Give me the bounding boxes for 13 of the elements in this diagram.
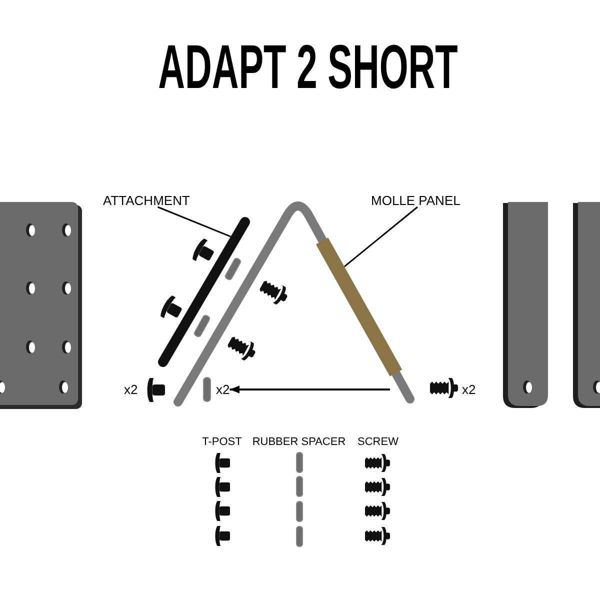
part-name-label: T-POST [202, 437, 242, 448]
quantity-label: x2 [462, 383, 476, 396]
attachment-bar [156, 215, 252, 369]
arrow [230, 386, 390, 394]
part-name-label: RUBBER SPACER [252, 437, 346, 448]
leader-line [157, 206, 231, 238]
quantity-label: x2 [216, 383, 230, 396]
title: ADAPT 2 SHORT [158, 37, 458, 99]
quantity-label: x2 [124, 383, 138, 396]
leader-line [344, 206, 418, 268]
callout-label: ATTACHMENT [103, 194, 190, 207]
callout-label: MOLLE PANEL [371, 194, 460, 207]
part-name-label: SCREW [358, 437, 398, 448]
